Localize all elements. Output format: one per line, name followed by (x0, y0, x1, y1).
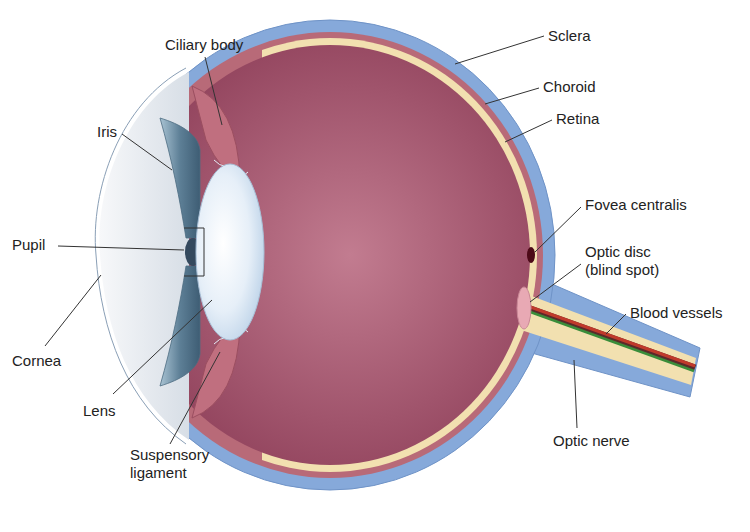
part-label: Sclera (548, 27, 591, 45)
lens-shape (196, 164, 264, 340)
optic-disc (517, 287, 531, 329)
part-label: Choroid (543, 78, 596, 96)
pupil-bracket (184, 228, 204, 276)
part-label: Retina (556, 110, 599, 128)
part-label: Iris (97, 123, 117, 141)
retina-layer (262, 38, 537, 472)
iris-shape (160, 118, 200, 238)
part-label: Blood vessels (630, 304, 723, 322)
part-label: Fovea centralis (585, 196, 687, 214)
leader-lines (45, 36, 626, 444)
vitreous-body (130, 45, 530, 465)
part-label: Ciliary body (165, 36, 243, 54)
fovea (527, 247, 535, 263)
part-label: Optic disc (blind spot) (585, 243, 685, 279)
iris-shape (160, 266, 200, 386)
part-label: Suspensory ligament (130, 446, 230, 482)
part-label: Pupil (12, 236, 45, 254)
part-label: Cornea (12, 352, 61, 370)
part-label: Lens (83, 402, 116, 420)
part-label: Optic nerve (553, 432, 630, 450)
